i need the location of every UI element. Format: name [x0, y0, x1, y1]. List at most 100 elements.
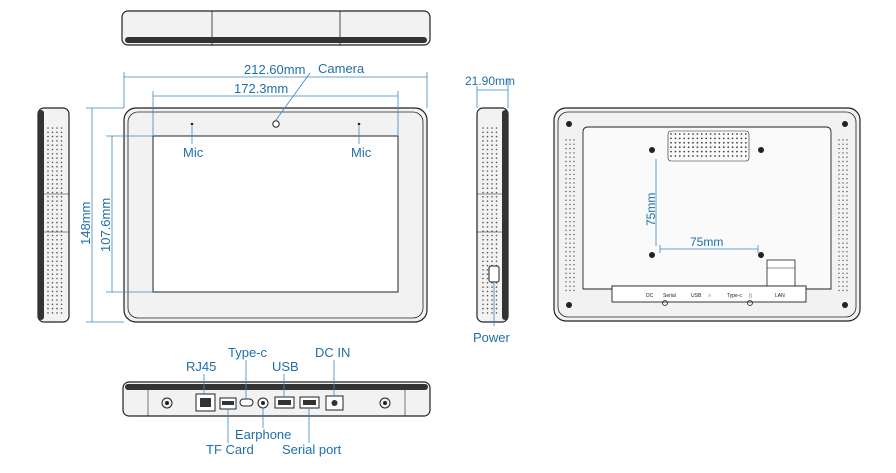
vent-dot [696, 137, 699, 140]
vent-dot [718, 155, 721, 157]
vent-dot [838, 156, 840, 158]
vent-dot [491, 239, 493, 241]
vent-dot [846, 173, 848, 176]
vent-dot [838, 229, 840, 231]
vent-dot [565, 281, 567, 283]
vent-dot [842, 165, 844, 167]
vent-dot [486, 294, 489, 297]
vent-dot [674, 137, 677, 140]
vent-dot [842, 178, 844, 180]
vent-dot [846, 281, 848, 283]
vent-dot [838, 268, 840, 270]
vent-dot [486, 247, 489, 250]
vent-dot [714, 133, 716, 135]
vent-dot [846, 199, 848, 201]
vent-dot [60, 247, 63, 250]
vent-dot [846, 268, 848, 270]
vent-dot [731, 133, 734, 135]
vent-dot [482, 277, 484, 280]
vent-dot [565, 264, 567, 266]
vent-dot [846, 216, 848, 219]
vent-dot [491, 204, 493, 207]
vent-dot [573, 259, 575, 262]
vent-dot [60, 165, 63, 168]
vent-dot [47, 153, 49, 155]
vent-dot [486, 239, 489, 241]
vent-dot [60, 174, 63, 177]
vent-dot [495, 135, 498, 138]
vent-dot [569, 264, 571, 266]
camera-label: Camera [318, 61, 365, 76]
vent-dot [569, 169, 571, 171]
vent-dot [705, 155, 708, 157]
vent-dot [674, 141, 677, 144]
vent-dot [838, 173, 840, 176]
vent-dot [692, 133, 694, 135]
vent-dot [51, 196, 54, 198]
vent-dot [838, 169, 840, 171]
vent-dot [486, 140, 489, 142]
vent-dot [482, 221, 484, 224]
vent-dot [491, 144, 493, 146]
vent-dot [714, 137, 716, 140]
vent-dot [709, 133, 712, 135]
vent-dot [482, 213, 484, 215]
vent-dot [709, 141, 712, 144]
width-screen-label: 172.3mm [234, 81, 288, 96]
vent-dot [687, 141, 690, 144]
vent-dot [60, 234, 63, 237]
vent-dot [56, 191, 58, 194]
vent-dot [486, 282, 489, 284]
vent-dot [56, 294, 58, 297]
vent-dot [569, 281, 571, 283]
vent-dot [678, 133, 681, 135]
vent-dot [565, 195, 567, 197]
vent-dot [565, 173, 567, 176]
vent-dot [678, 150, 681, 153]
vent-dot [482, 260, 484, 263]
vent-dot [569, 208, 571, 210]
vent-dot [60, 282, 63, 284]
vent-dot [573, 208, 575, 210]
vent-dot [60, 221, 63, 224]
vent-dot [846, 225, 848, 227]
vent-dot [573, 156, 575, 158]
vent-dot [491, 303, 493, 306]
vent-dot [495, 208, 498, 211]
vent-dot [565, 233, 567, 236]
svg-text:∩: ∩ [708, 293, 712, 299]
vent-dot [51, 217, 54, 220]
vent-dot [491, 299, 493, 301]
vent-dot [47, 294, 49, 297]
vent-dot [51, 239, 54, 241]
vent-dot [51, 260, 54, 263]
vent-dot [842, 199, 844, 201]
vent-dot [56, 196, 58, 198]
vent-dot [670, 137, 672, 140]
vent-dot [569, 156, 571, 158]
vent-dot [482, 144, 484, 146]
vent-dot [731, 146, 734, 149]
vent-dot [573, 186, 575, 188]
vent-dot [838, 259, 840, 262]
vent-dot [486, 243, 489, 245]
vent-dot [709, 155, 712, 157]
vent-dot [51, 247, 54, 250]
vent-dot [683, 133, 686, 135]
vent-dot [565, 152, 567, 154]
vent-dot [482, 178, 484, 181]
vent-dot [846, 160, 848, 163]
vent-dot [687, 150, 690, 153]
vent-dot [491, 221, 493, 224]
vent-dot [56, 157, 58, 159]
vent-dot [565, 242, 567, 244]
vent-dot [486, 204, 489, 207]
vent-dot [838, 190, 840, 193]
vent-dot [60, 260, 63, 263]
vent-dot [569, 203, 571, 206]
vent-dot [838, 208, 840, 210]
vent-dot [482, 165, 484, 168]
vent-dot [491, 148, 493, 151]
vent-dot [482, 282, 484, 284]
vent-dot [60, 256, 63, 258]
